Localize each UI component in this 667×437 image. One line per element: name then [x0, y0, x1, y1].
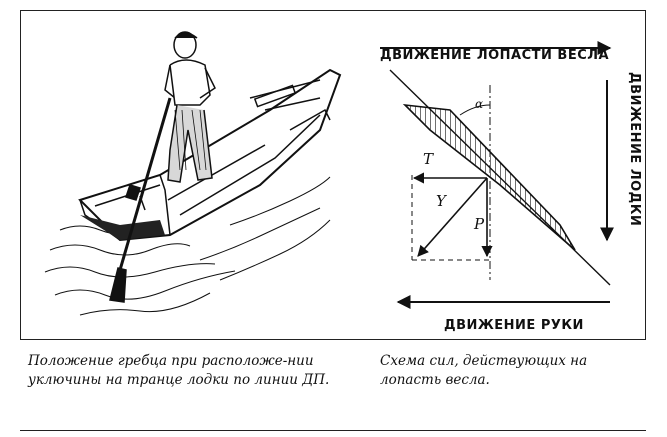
- force-P-label: P: [474, 215, 485, 233]
- rower-boat-drawing: [44, 31, 342, 316]
- illustration: [44, 31, 614, 316]
- oar: [109, 97, 172, 303]
- figure-frame: [20, 10, 646, 340]
- rower-figure: [164, 31, 216, 183]
- hand-motion-label: ДВИЖЕНИЕ РУКИ: [444, 318, 584, 333]
- force-Y-arrow: [417, 177, 488, 257]
- force-Y-label: Y: [436, 192, 446, 210]
- transom-shadow: [80, 215, 165, 240]
- force-T-label: T: [423, 150, 434, 168]
- alpha-label: α: [475, 97, 484, 111]
- oar-blade: [402, 103, 576, 251]
- bottom-rule: [20, 430, 646, 431]
- blade-motion-label: ДВИЖЕНИЕ ЛОПАСТИ ВЕСЛА: [380, 48, 610, 63]
- caption-left: Положение гребца при расположе-нии уключ…: [28, 353, 330, 388]
- boat-motion-label: ДВИЖЕНИЕ ЛОДКИ: [627, 72, 642, 227]
- force-diagram: [389, 69, 611, 286]
- alpha-arc: [459, 104, 491, 116]
- caption-right: Схема сил, действующих на лопасть весла.: [380, 353, 588, 388]
